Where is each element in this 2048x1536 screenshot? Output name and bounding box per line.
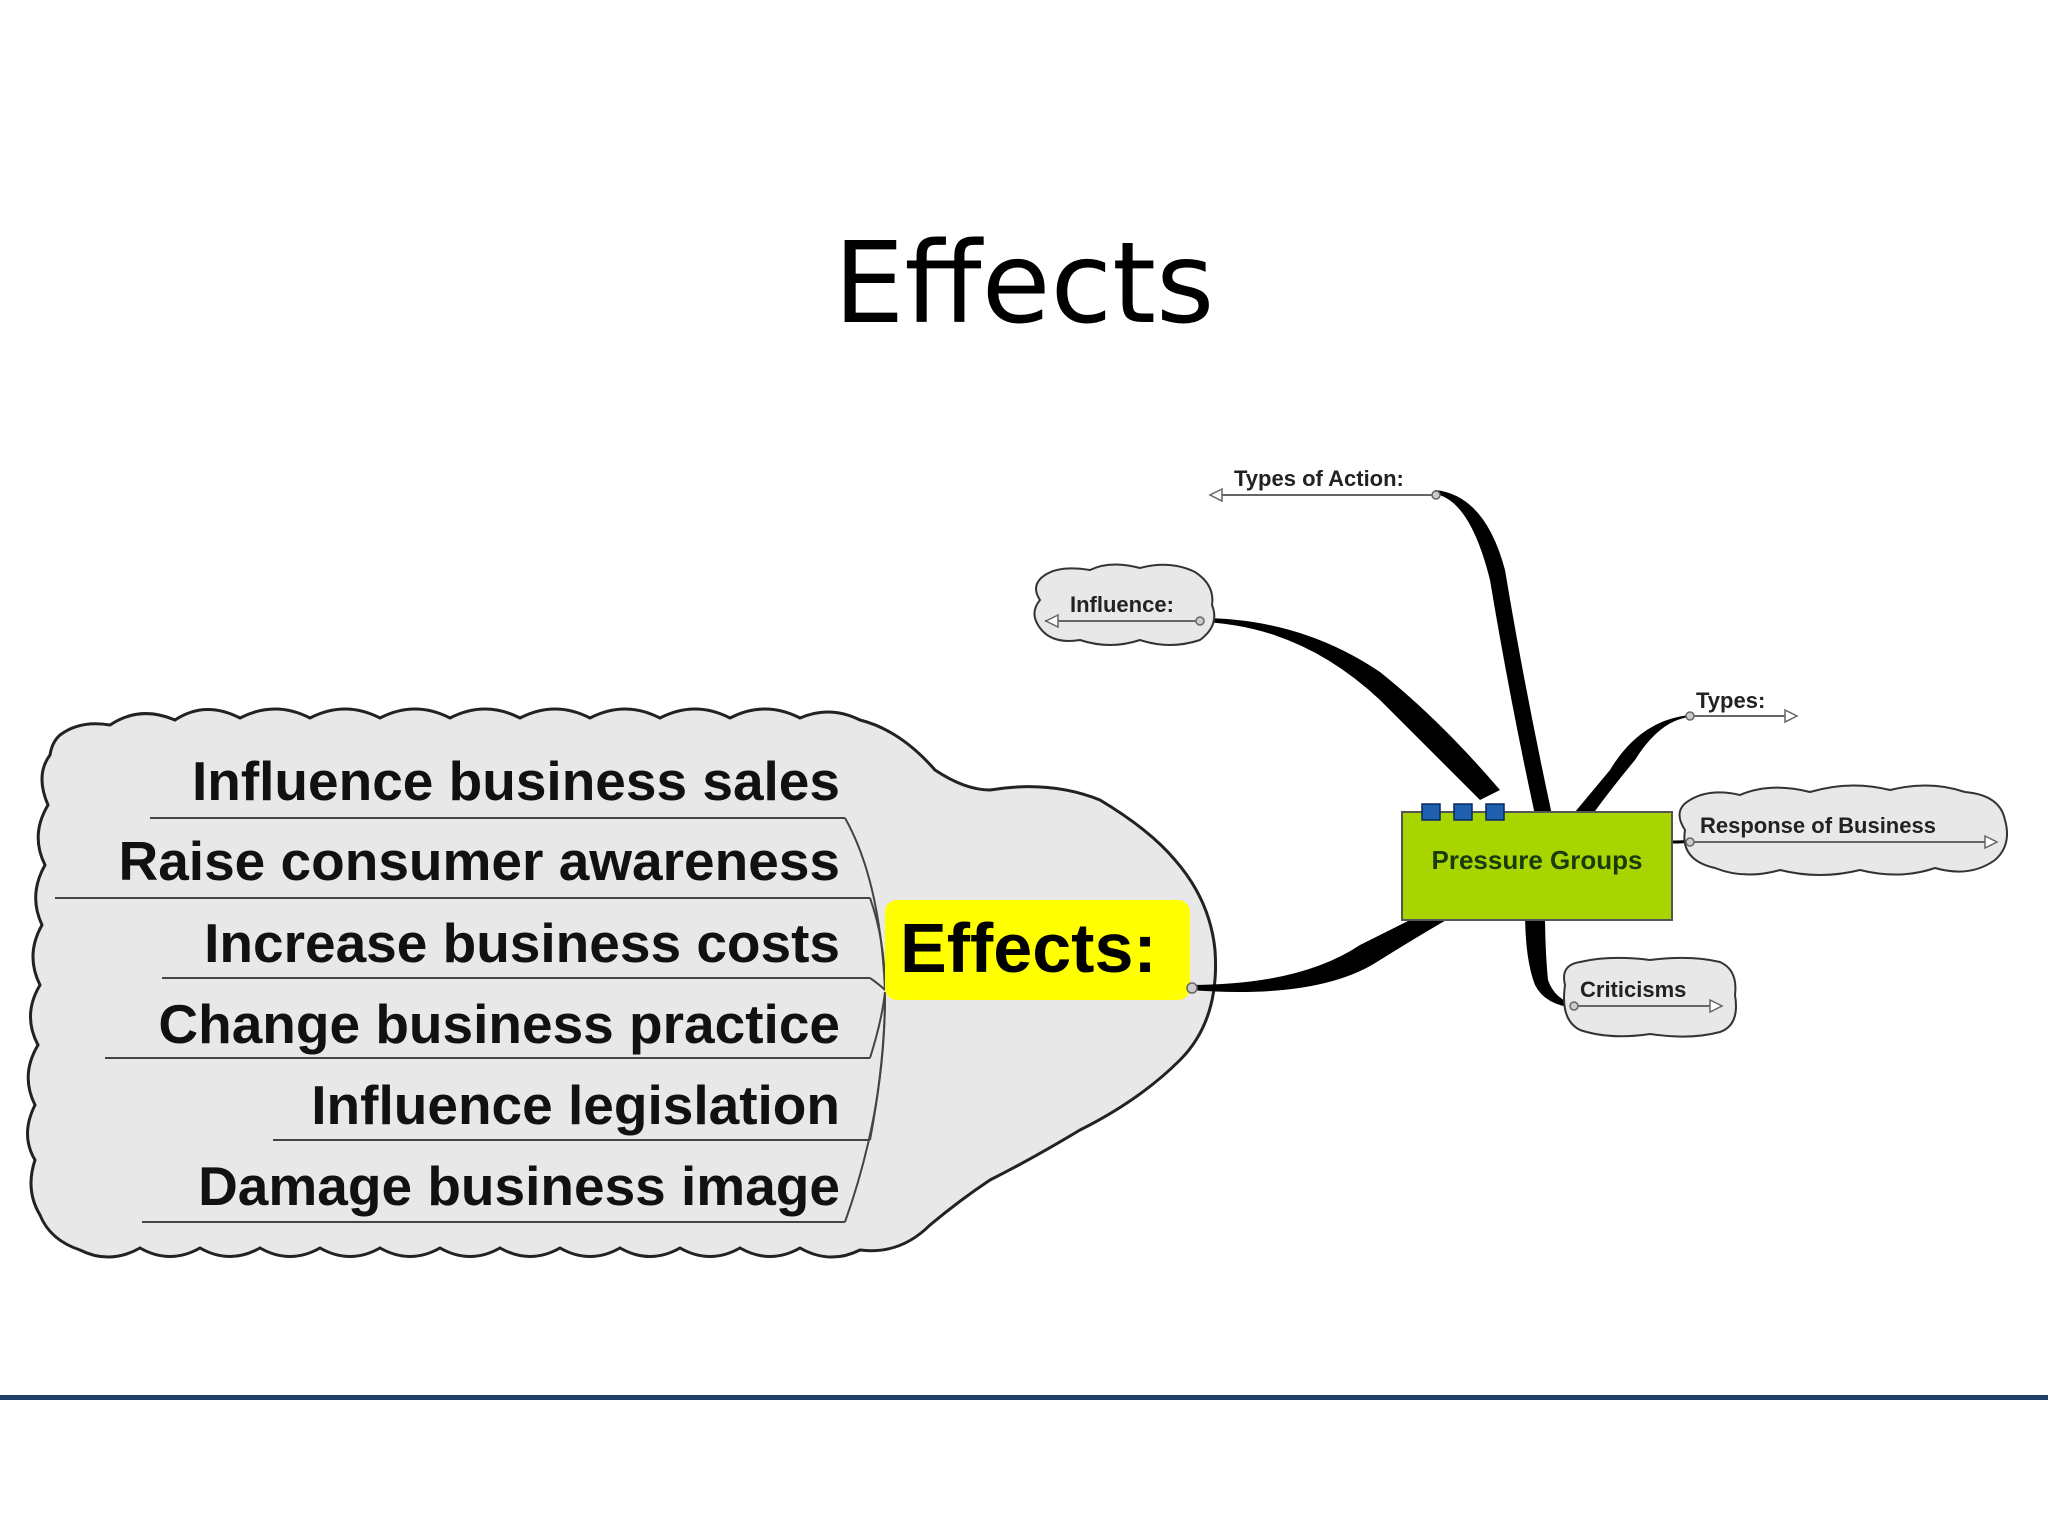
effects-item: Change business practice	[158, 993, 840, 1055]
effects-node-highlight	[885, 900, 1190, 1000]
effects-node-label: Effects:	[900, 909, 1157, 987]
node-types: Types:	[1685, 688, 1799, 724]
branch-criticisms	[1525, 910, 1575, 1008]
branch-types-of-action	[1435, 490, 1552, 815]
node-criticisms-label: Criticisms	[1580, 977, 1686, 1002]
node-types-label: Types:	[1696, 688, 1765, 713]
branch-types	[1570, 715, 1690, 818]
effects-item: Influence legislation	[311, 1074, 840, 1136]
effects-item: Damage business image	[198, 1155, 840, 1217]
node-types-of-action: Types of Action:	[1208, 466, 1441, 503]
item-underlines	[55, 817, 886, 1223]
effects-items: Influence business sales Raise consumer …	[119, 750, 841, 1217]
node-criticisms: Criticisms	[1563, 956, 1737, 1038]
effects-cloud	[26, 707, 1218, 1259]
branch-influence	[1200, 618, 1500, 800]
node-influence-label: Influence:	[1070, 592, 1174, 617]
footer-line	[0, 1395, 2048, 1400]
central-node: Pressure Groups	[1401, 803, 1673, 921]
node-response-label: Response of Business	[1700, 813, 1936, 838]
node-types-of-action-label: Types of Action:	[1234, 466, 1404, 491]
effects-item: Influence business sales	[192, 750, 840, 812]
node-response-of-business: Response of Business	[1678, 784, 2008, 876]
effects-item: Increase business costs	[204, 912, 840, 974]
slide-title: Effects	[833, 219, 1215, 349]
central-node-label: Pressure Groups	[1432, 845, 1643, 875]
effects-item: Raise consumer awareness	[119, 830, 841, 892]
marker-icon	[1453, 803, 1473, 821]
marker-icon	[1485, 803, 1505, 821]
node-influence: Influence:	[1033, 563, 1216, 646]
marker-icon	[1421, 803, 1441, 821]
central-node-box	[1401, 811, 1673, 921]
